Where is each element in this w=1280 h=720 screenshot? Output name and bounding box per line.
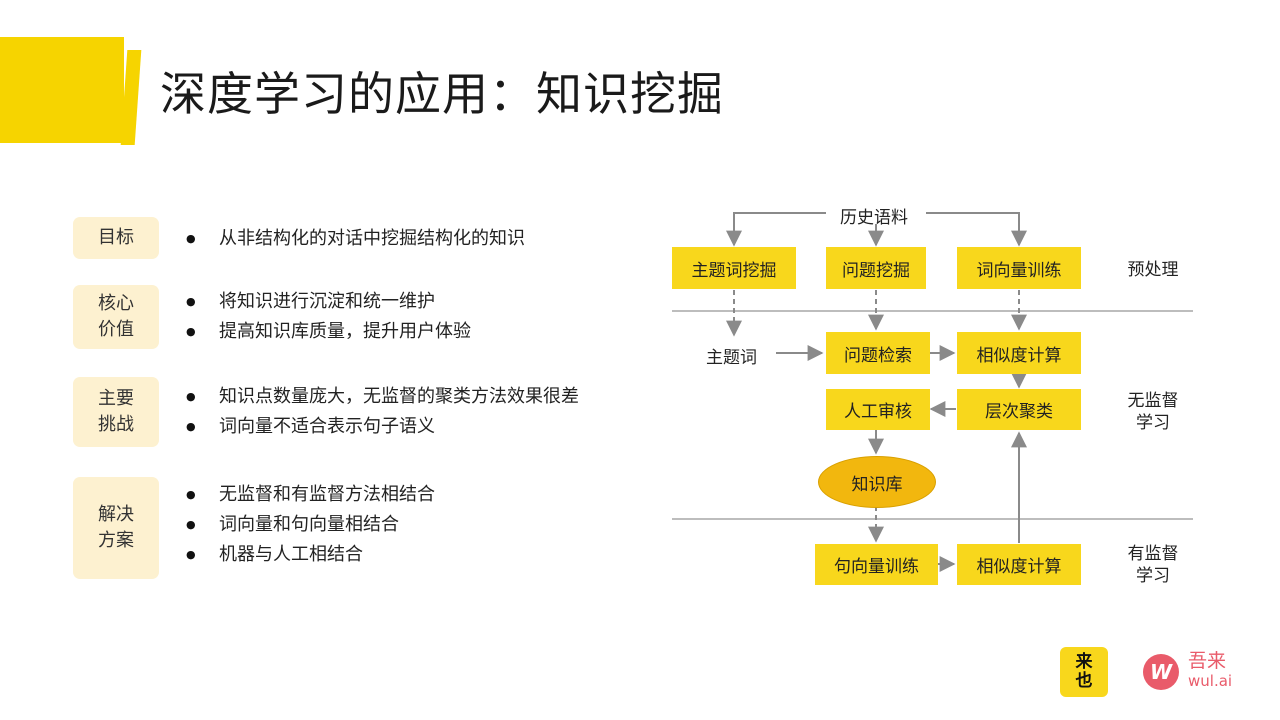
value-bullets: 将知识进行沉淀和统一维护 提高知识库质量，提升用户体验	[186, 287, 471, 347]
section-label-solution: 解决 方案	[73, 477, 159, 579]
node-similarity-1: 相似度计算	[957, 332, 1081, 374]
wulai-domain: wul.ai	[1188, 672, 1233, 690]
solution-bullets: 无监督和有监督方法相结合 词向量和句向量相结合 机器与人工相结合	[186, 480, 435, 570]
node-manual-review: 人工审核	[826, 389, 930, 430]
bullet-item: 词向量不适合表示句子语义	[186, 412, 579, 442]
node-topic-word: 主题词	[706, 348, 757, 368]
section-label-value: 核心 价值	[73, 285, 159, 349]
wulai-logo-text: 吾来 wul.ai	[1188, 650, 1232, 690]
node-topic-mining: 主题词挖掘	[672, 247, 796, 289]
stage-supervised: 有监督 学习	[1127, 544, 1179, 586]
page-title: 深度学习的应用：知识挖掘	[160, 67, 724, 121]
edge-source-topic	[726, 212, 826, 247]
laiye-logo-text: 来 也	[1075, 652, 1093, 691]
wulai-logo-icon: W	[1143, 654, 1179, 690]
accent-bar	[0, 37, 124, 143]
wulai-name: 吾来	[1188, 650, 1227, 672]
stage-preprocess: 预处理	[1127, 260, 1179, 280]
goal-bullets: 从非结构化的对话中挖掘结构化的知识	[186, 224, 525, 254]
node-similarity-2: 相似度计算	[957, 544, 1081, 585]
bullet-item: 从非结构化的对话中挖掘结构化的知识	[186, 224, 525, 254]
section-label-challenge: 主要 挑战	[73, 377, 159, 447]
bullet-item: 知识点数量庞大，无监督的聚类方法效果很差	[186, 382, 579, 412]
bullet-item: 机器与人工相结合	[186, 540, 435, 570]
node-knowledge-base: 知识库	[818, 456, 936, 508]
node-hier-cluster: 层次聚类	[957, 389, 1081, 430]
edge-source-wordvec	[926, 212, 1027, 247]
section-label-goal: 目标	[73, 217, 159, 259]
stage-unsupervised: 无监督 学习	[1127, 391, 1179, 433]
node-word-vec-train: 词向量训练	[957, 247, 1081, 289]
laiye-logo: 来 也	[1060, 647, 1108, 697]
node-sent-vec-train: 句向量训练	[815, 544, 938, 585]
challenge-bullets: 知识点数量庞大，无监督的聚类方法效果很差 词向量不适合表示句子语义	[186, 382, 579, 442]
node-question-retrieval: 问题检索	[826, 332, 930, 374]
bullet-item: 提高知识库质量，提升用户体验	[186, 317, 471, 347]
node-source: 历史语料	[840, 208, 908, 228]
bullet-item: 词向量和句向量相结合	[186, 510, 435, 540]
bullet-item: 将知识进行沉淀和统一维护	[186, 287, 471, 317]
bullet-item: 无监督和有监督方法相结合	[186, 480, 435, 510]
node-question-mining: 问题挖掘	[826, 247, 926, 289]
